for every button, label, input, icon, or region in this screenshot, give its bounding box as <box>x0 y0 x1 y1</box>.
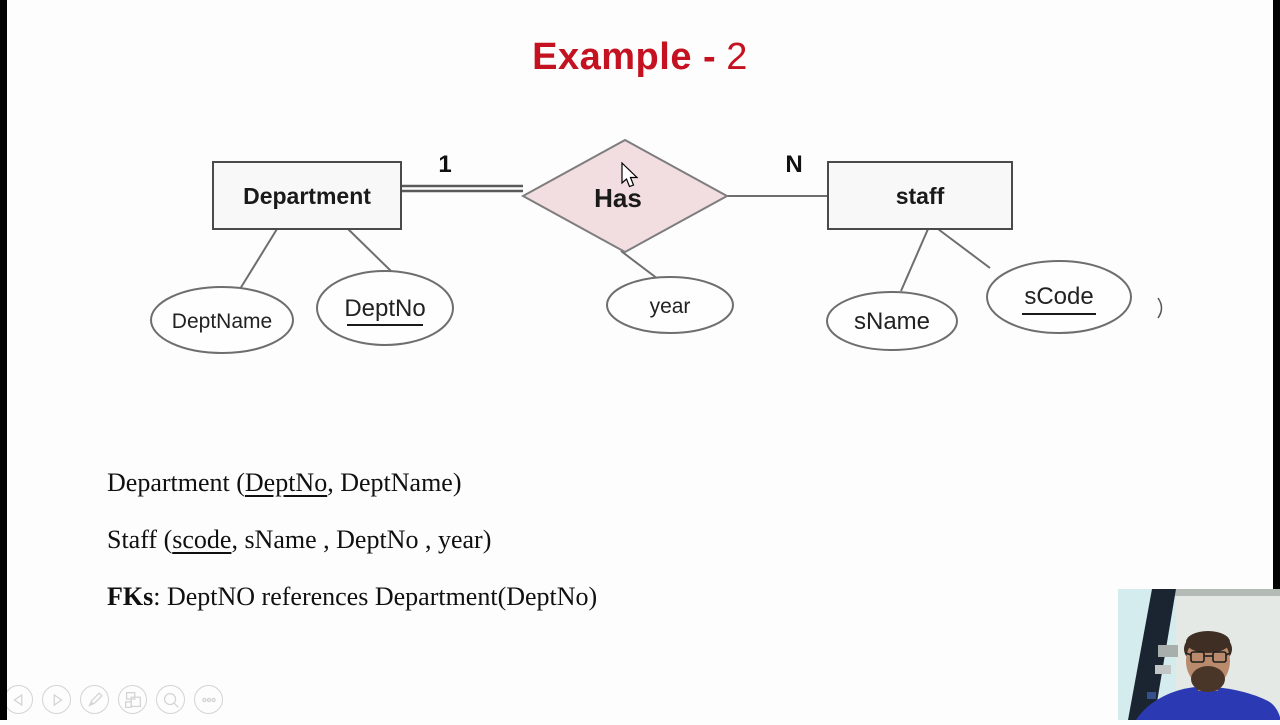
attribute-sname-ellipse <box>826 291 958 351</box>
slide-title-main: Example - <box>532 36 717 78</box>
zoom-icon <box>163 692 179 708</box>
previous-slide-button[interactable] <box>4 685 33 714</box>
pen-tool-button[interactable] <box>80 685 109 714</box>
schema-text: Staff ( <box>107 525 173 554</box>
mouse-cursor <box>621 161 639 188</box>
attribute-sname-label: sName <box>854 308 930 335</box>
presenter-shoulders <box>1136 686 1280 720</box>
attribute-year-label: year <box>650 295 691 318</box>
letterbox-bar-left <box>0 0 7 720</box>
attribute-deptno-label: DeptNo <box>344 295 425 322</box>
stray-mark <box>1157 297 1163 319</box>
schema-line-staff: Staff (scode, sName , DeptNo , year) <box>107 527 597 553</box>
webcam-overlay <box>1118 589 1280 720</box>
entity-department-label: Department <box>243 183 371 209</box>
relationship-has-label: Has <box>594 183 642 213</box>
attribute-deptname-label: DeptName <box>172 310 272 333</box>
connector-has-year <box>620 250 659 280</box>
presenter-glasses <box>1185 651 1231 663</box>
schema-text: , sName , DeptNo , year) <box>231 525 492 554</box>
letterbox-bar-right <box>1273 0 1280 720</box>
presenter-video <box>1118 589 1280 720</box>
connector-department-deptno <box>347 228 393 273</box>
next-icon <box>53 693 63 706</box>
schema-line-department: Department (DeptNo, DeptName) <box>107 470 597 496</box>
door-frame <box>1128 589 1176 720</box>
relationship-has-diamond <box>520 138 730 254</box>
relational-schema: Department (DeptNo, DeptName) Staff (sco… <box>107 470 597 641</box>
schema-fks-label: FKs <box>107 582 154 611</box>
entity-staff-rect <box>827 161 1013 230</box>
attribute-year-ellipse <box>606 276 734 334</box>
attribute-deptno-ellipse <box>316 270 454 346</box>
schema-line-fks: FKs: DeptNO references Department(DeptNo… <box>107 584 597 610</box>
schema-text: : DeptNO references Department(DeptNo) <box>153 582 598 611</box>
pen-icon <box>87 691 103 707</box>
door-label-2 <box>1155 665 1171 674</box>
see-all-slides-icon <box>124 691 141 708</box>
slide-title-number: 2 <box>726 36 748 78</box>
presenter-beard <box>1191 666 1225 692</box>
slide-title: Example -2 <box>0 36 1280 79</box>
schema-text: Department ( <box>107 468 245 497</box>
connector-staff-scode <box>937 228 991 269</box>
see-all-slides-button[interactable] <box>118 685 147 714</box>
attribute-scode-label: sCode <box>1024 283 1093 310</box>
presenter-controls <box>4 685 223 714</box>
attribute-deptname-ellipse <box>150 286 294 354</box>
entity-staff-label: staff <box>896 183 945 209</box>
cardinality-one-label: 1 <box>438 151 451 178</box>
zoom-button[interactable] <box>156 685 185 714</box>
webcam-ceiling-strip <box>1174 589 1280 596</box>
more-options-icon <box>201 697 216 702</box>
cardinality-n-label: N <box>785 151 802 178</box>
door-label-3 <box>1147 692 1156 699</box>
schema-pk-deptno: DeptNo <box>244 468 328 497</box>
door-label-1 <box>1158 645 1178 657</box>
schema-text: , DeptName) <box>327 468 462 497</box>
presenter-hairline <box>1186 631 1230 653</box>
entity-department-rect <box>212 161 402 230</box>
more-options-button[interactable] <box>194 685 223 714</box>
connector-staff-sname <box>900 228 929 292</box>
schema-pk-scode: scode <box>172 525 232 554</box>
previous-icon <box>12 693 22 706</box>
next-slide-button[interactable] <box>42 685 71 714</box>
connector-department-deptname <box>239 228 278 290</box>
